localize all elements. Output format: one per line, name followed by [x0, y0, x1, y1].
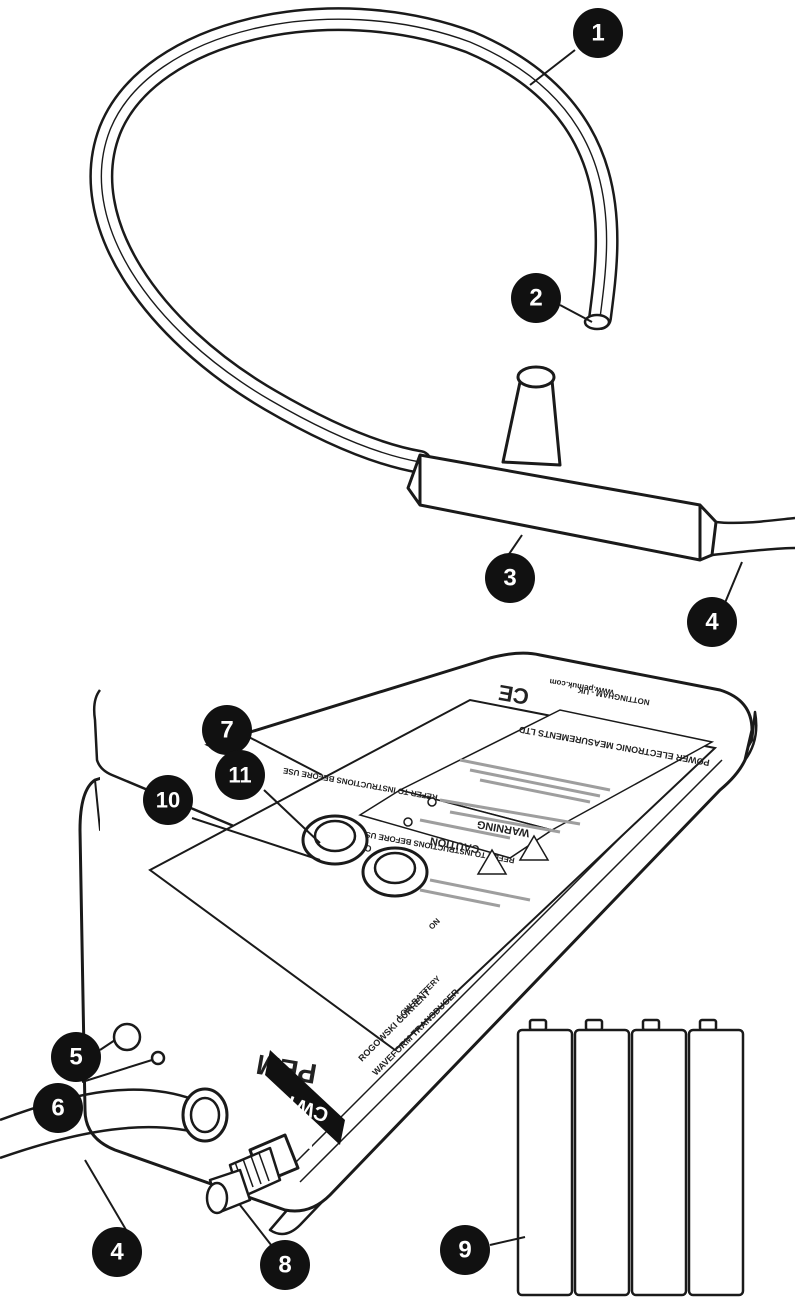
- power-on-led: [403, 817, 413, 827]
- ce-mark: CE: [496, 680, 530, 710]
- rogowski-coil: [89, 7, 619, 474]
- callout-11-label: 11: [228, 763, 251, 788]
- batteries: [516, 1018, 745, 1297]
- callout-9: 9: [440, 1225, 490, 1275]
- callout-3: 3: [485, 553, 535, 603]
- callout-1: 1: [573, 8, 623, 58]
- battery-icon: [687, 1018, 745, 1297]
- warning-triangle-icon: [476, 834, 550, 875]
- callout-1-label: 1: [591, 20, 604, 47]
- callout-4-cable: 4: [92, 1227, 142, 1277]
- top-label-plate: [148, 698, 718, 1052]
- callout-6: 6: [33, 1083, 83, 1133]
- callout-7: 7: [202, 705, 252, 755]
- leader-lines: [81, 49, 743, 1251]
- battery-icon: [630, 1018, 688, 1297]
- callout-4-cable-label: 4: [110, 1239, 124, 1266]
- callout-10-label: 10: [156, 788, 180, 813]
- coil-input-socket: [112, 1022, 142, 1052]
- power-button[interactable]: [361, 846, 429, 898]
- callout-8: 8: [260, 1240, 310, 1290]
- callout-11: 11: [215, 750, 265, 800]
- callout-2-label: 2: [529, 285, 542, 312]
- callout-8-label: 8: [278, 1252, 291, 1279]
- callout-7-label: 7: [220, 717, 233, 744]
- callout-4-coil-label: 4: [705, 609, 719, 636]
- callout-9-label: 9: [458, 1237, 471, 1264]
- callout-4-coil: 4: [687, 597, 737, 647]
- callout-10: 10: [143, 775, 193, 825]
- led-indicator-hole: [150, 1050, 166, 1066]
- callout-3-label: 3: [503, 565, 516, 592]
- coil-junction-block: [406, 365, 795, 562]
- battery-icon: [573, 1018, 631, 1297]
- bnc-connector-icon: [205, 1133, 300, 1215]
- callout-5: 5: [51, 1032, 101, 1082]
- coil-cable-input: [0, 1087, 229, 1160]
- battery-icon: [516, 1018, 574, 1297]
- low-battery-led: [427, 797, 437, 807]
- callout-6-label: 6: [51, 1095, 64, 1122]
- range-button[interactable]: [301, 814, 369, 866]
- callout-2: 2: [511, 273, 561, 323]
- callout-5-label: 5: [69, 1044, 82, 1071]
